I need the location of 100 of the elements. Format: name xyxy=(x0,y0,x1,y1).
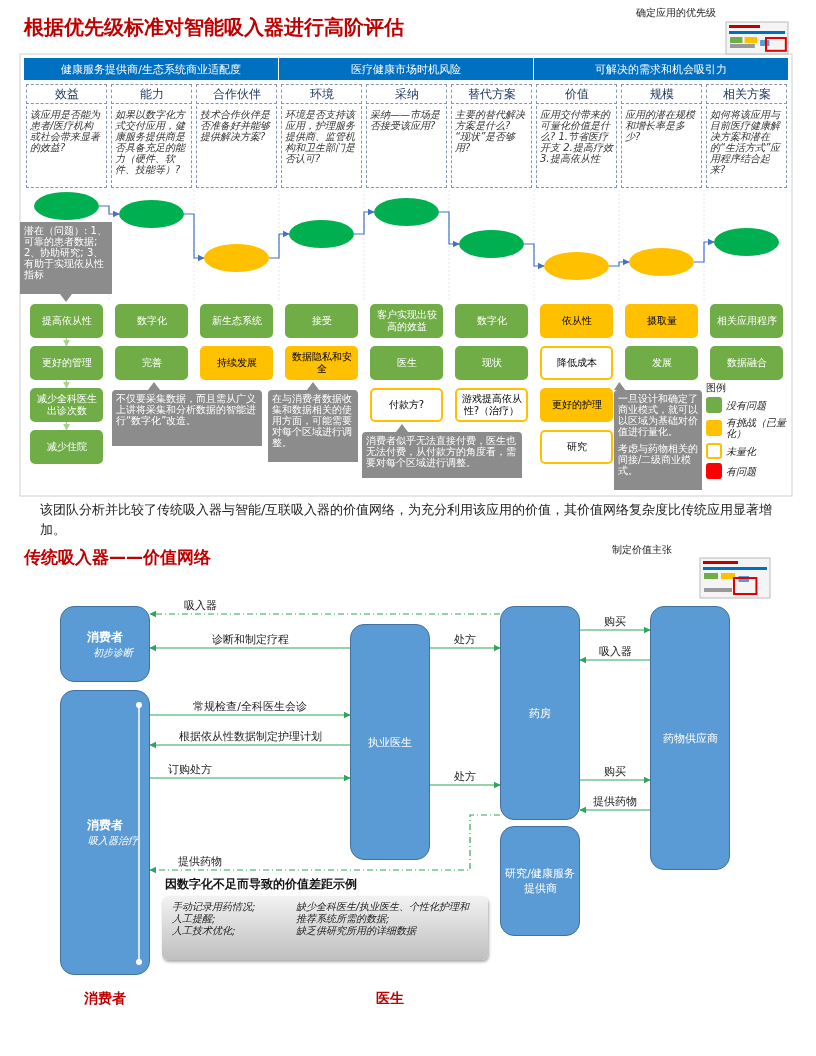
note-panel xyxy=(162,896,488,960)
status-card: 摄取量 xyxy=(625,304,698,338)
arrow xyxy=(62,379,71,389)
status-card: 更好的护理 xyxy=(540,388,613,422)
status-oval xyxy=(714,228,779,256)
column-label: 消费者 xyxy=(84,990,126,1008)
category-band: 医疗健康市场时机风险 xyxy=(279,58,533,80)
slide-caption: 制定价值主张 xyxy=(612,543,672,557)
edge-label: 订购处方 xyxy=(166,763,214,776)
status-card: 新生态系统 xyxy=(200,304,273,338)
status-card: 数字化 xyxy=(455,304,528,338)
callout-bubble xyxy=(614,382,702,490)
category-band: 可解决的需求和机会吸引力 xyxy=(534,58,788,80)
diagram-title: 根据优先级标准对智能吸入器进行高阶评估 xyxy=(24,14,404,41)
edge-label: 常规检查/全科医生会诊 xyxy=(191,700,309,713)
question-box: 技术合作伙伴是否准备好并能够提供解决方案? xyxy=(196,106,277,188)
status-oval xyxy=(629,248,694,276)
question-box: 如果以数字化方式交付应用，健康服务提供商是否具备充足的能力（硬件、软件、技能等）? xyxy=(111,106,192,188)
arrow xyxy=(429,781,501,789)
column-header: 采纳 xyxy=(366,84,447,104)
legend-text: 有挑战（已量化） xyxy=(726,417,788,439)
dashed-arrow xyxy=(149,814,501,874)
status-card: 发展 xyxy=(625,346,698,380)
question-box: 该应用是否能为患者/医疗机构或社会带来显著的效益? xyxy=(26,106,107,188)
status-card: 相关应用程序 xyxy=(710,304,783,338)
note-text: 人工提醒; xyxy=(172,913,217,925)
question-box: 环境是否支持该应用，护理服务提供商、监管机构和卫生部门是否认可? xyxy=(281,106,362,188)
callout-bubble xyxy=(268,382,358,462)
status-oval xyxy=(204,244,269,272)
actor-box: 药物供应商 xyxy=(650,606,730,870)
actor-role: 吸入器治疗 xyxy=(87,834,138,848)
arrow xyxy=(429,644,501,652)
question-box: 应用交付带来的可量化价值是什么? 1.节省医疗开支 2.提高疗效 3.提高依从性 xyxy=(536,106,617,188)
status-card: 医生 xyxy=(370,346,443,380)
status-oval xyxy=(119,200,184,228)
actor-box: 执业医生 xyxy=(350,624,430,860)
arrow xyxy=(149,644,351,652)
actor-box: 研究/健康服务提供商 xyxy=(500,826,580,936)
status-oval xyxy=(289,220,354,248)
actor-box xyxy=(60,690,150,975)
arrow xyxy=(183,213,205,262)
question-box: 如何将该应用与目前医疗健康解决方案和潜在的“生活方式”应用程序结合起来? xyxy=(706,106,787,188)
callout-bubble xyxy=(362,424,522,478)
arrow xyxy=(149,741,351,749)
status-card: 减少全科医生出诊次数 xyxy=(30,388,103,422)
actor-box xyxy=(60,606,150,682)
body-paragraph: 该团队分析并比较了传统吸入器与智能/互联吸入器的价值网络，为充分利用该应用的价值，其价值网络复杂度比传统应用显著增加。 xyxy=(40,501,774,539)
question-box: 主要的替代解决方案是什么? “现状”是否够用? xyxy=(451,106,532,188)
status-card: 数字化 xyxy=(115,304,188,338)
status-oval xyxy=(34,192,99,220)
arrow xyxy=(608,258,630,267)
arrow xyxy=(98,205,120,218)
edge-label: 诊断和制定疗程 xyxy=(209,633,291,646)
arrow xyxy=(579,776,651,784)
arrow xyxy=(353,208,375,235)
edge-label: 提供药物 xyxy=(176,855,224,868)
legend-text: 有问题 xyxy=(726,465,756,477)
arrow xyxy=(579,656,651,664)
column-header: 环境 xyxy=(281,84,362,104)
callout-text: 一旦设计和确定了商业模式，就可以以区域为基础对价值进行量化。 xyxy=(618,393,698,437)
dashed-arrow xyxy=(149,610,501,618)
status-card: 数据隐私和安全 xyxy=(285,346,358,380)
column-header: 价值 xyxy=(536,84,617,104)
status-card: 提高依从性 xyxy=(30,304,103,338)
status-card: 现状 xyxy=(455,346,528,380)
arrow xyxy=(693,238,715,263)
note-text: 手动记录用药情况; xyxy=(172,901,257,913)
note-text: 缺乏供研究所用的详细数据 xyxy=(296,925,418,937)
status-oval xyxy=(374,198,439,226)
edge-label: 购买 xyxy=(602,615,628,628)
status-card: 持续发展 xyxy=(200,346,273,380)
callout-text: 考虑与药物相关的间接/二级商业模式。 xyxy=(618,443,698,476)
legend-text: 未量化 xyxy=(726,445,756,457)
arrow xyxy=(438,211,460,248)
callout-text: 消费者似乎无法直接付费，医生也无法付费，从付款方的角度看，需要对每个区域进行调整。 xyxy=(366,435,517,468)
column-header: 能力 xyxy=(111,84,192,104)
arrow xyxy=(149,774,351,782)
arrow xyxy=(523,243,545,270)
column-header: 合作伙伴 xyxy=(196,84,277,104)
status-card: 更好的管理 xyxy=(30,346,103,380)
note-text: 缺少全科医生/执业医生、个性化护理和推荐系统所需的数据; xyxy=(296,901,471,925)
edge-label: 处方 xyxy=(452,770,478,783)
status-card: 研究 xyxy=(540,430,613,464)
callout-text: 在与消费者数据收集和数据相关的使用方面，可能需要对每个区域进行调整。 xyxy=(272,393,353,448)
status-card: 完善 xyxy=(115,346,188,380)
arrow xyxy=(62,337,71,347)
arrow xyxy=(62,421,71,431)
status-card: 客户实现出较高的效益 xyxy=(370,304,443,338)
question-box: 应用的潜在规模和增长率是多少? xyxy=(621,106,702,188)
edge-label: 根据依从性数据制定护理计划 xyxy=(176,730,324,743)
panel-heading: 因数字化不足而导致的价值差距示例 xyxy=(165,876,357,893)
edge-label: 购买 xyxy=(602,765,628,778)
arrow xyxy=(149,711,351,719)
actor-role: 初步诊断 xyxy=(92,645,133,660)
actor-name: 消费者 xyxy=(87,628,123,646)
status-card: 数据融合 xyxy=(710,346,783,380)
edge-label: 吸入器 xyxy=(596,645,634,658)
status-card: 游戏提高依从性?（治疗） xyxy=(455,388,528,422)
status-card: 付款方? xyxy=(370,388,443,422)
actor-name: 消费者 xyxy=(87,817,123,834)
